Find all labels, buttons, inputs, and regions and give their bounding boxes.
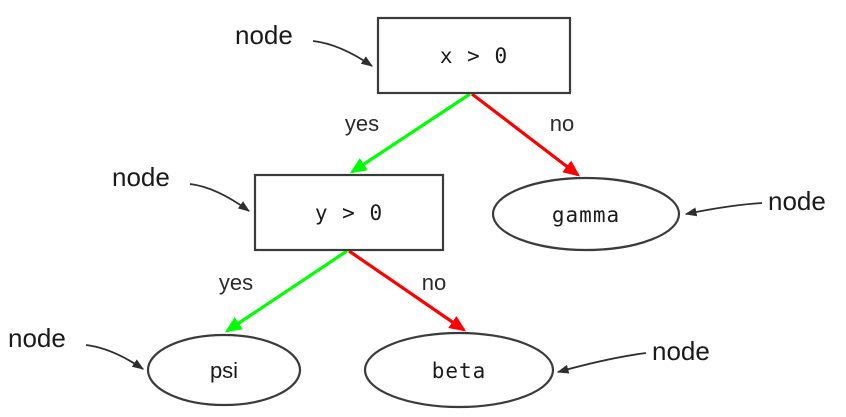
edge-label-no-root: no [550,111,574,136]
node-beta-label: beta [432,359,487,383]
edge-yes-line-inner [224,249,348,333]
annotation-root: node [235,20,373,67]
node-gamma-label: gamma [552,203,620,227]
edge-no-line-root [471,92,580,177]
node-root-box[interactable] [376,16,572,95]
edge-inner-to-beta: no [348,249,467,332]
annotation-beta-label: node [652,336,710,366]
node-root-label: x > 0 [440,44,508,68]
annotation-gamma-arrow [684,202,763,217]
annotation-psi-label: node [8,323,66,353]
annotation-gamma-label: node [768,186,826,216]
annotation-psi: node [8,323,144,370]
annotation-root-label: node [235,20,293,50]
node-gamma-ellipse[interactable] [491,176,681,252]
edge-root-to-gamma: no [471,92,580,177]
edge-label-yes-root: yes [345,111,379,136]
annotation-inner-arrow [189,183,250,212]
node-psi-label: psi [210,358,238,383]
annotation-beta: node [556,336,710,374]
annotation-psi-arrow [85,344,144,370]
annotation-gamma: node [684,186,826,217]
node-root[interactable]: x > 0 [376,16,572,95]
edge-no-line-inner [348,249,467,332]
annotation-inner: node [112,162,250,212]
annotation-root-arrow [312,40,373,67]
edge-root-to-inner: yes [345,92,471,174]
annotation-beta-arrow [556,352,647,374]
edge-yes-line-root [349,92,471,174]
edge-label-no-inner: no [422,270,446,295]
node-inner-box[interactable] [253,173,445,252]
node-psi[interactable]: psi [146,333,302,407]
node-inner-label: y > 0 [315,201,383,225]
node-gamma[interactable]: gamma [491,176,681,252]
node-beta[interactable]: beta [363,331,555,409]
node-beta-ellipse[interactable] [363,331,555,409]
node-inner[interactable]: y > 0 [253,173,445,252]
edge-label-yes-inner: yes [219,270,253,295]
edge-inner-to-psi: yes [219,249,348,333]
annotation-inner-label: node [112,162,170,192]
node-psi-ellipse[interactable] [146,333,302,407]
